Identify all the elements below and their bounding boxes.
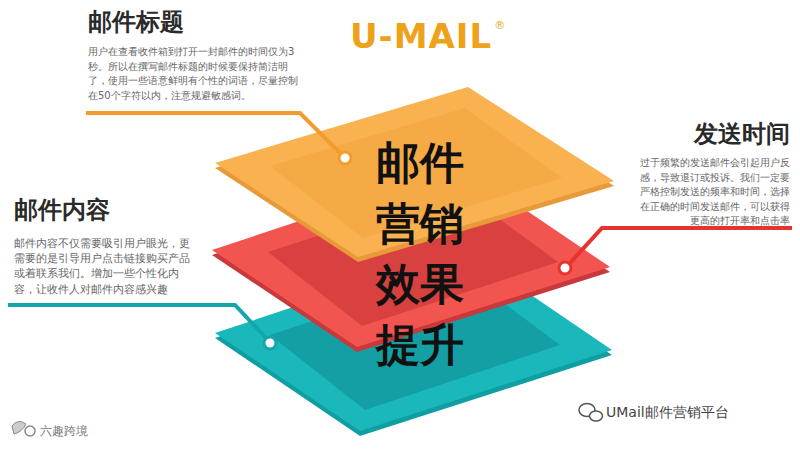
- logo-mark: ®: [494, 20, 505, 31]
- leader-line: [8, 305, 266, 338]
- callout-body: 过于频繁的发送邮件会引起用户反 感，导致退订或投诉。我们一定要 严格控制发送的频…: [630, 156, 790, 229]
- watermark: UMail邮件营销平台: [606, 404, 729, 421]
- watermark-icon: [12, 421, 35, 436]
- callout-title: 邮件内容: [14, 196, 110, 225]
- callout-body: 用户在查看收件箱到打开一封邮件的时间仅为3 秒。所以在撰写邮件标题的时候要保持简…: [88, 45, 304, 103]
- leader-dot: [264, 337, 276, 349]
- callout-body: 邮件内容不仅需要吸引用户眼光，更 需要的是引导用户点击链接购买产品 或着联系我们…: [14, 236, 200, 297]
- leader-line: [570, 228, 792, 263]
- watermark: 六趣跨境: [40, 424, 88, 438]
- center-heading: 邮件 营销 效果 提升: [372, 133, 468, 376]
- leader-dot: [559, 262, 571, 274]
- callout-title: 邮件标题: [88, 8, 184, 37]
- wechat-icon: [579, 404, 603, 422]
- callout-title: 发送时间: [680, 120, 790, 149]
- logo-text: U-MAIL: [350, 18, 492, 55]
- leader-line: [86, 113, 340, 153]
- leader-dot: [339, 152, 351, 164]
